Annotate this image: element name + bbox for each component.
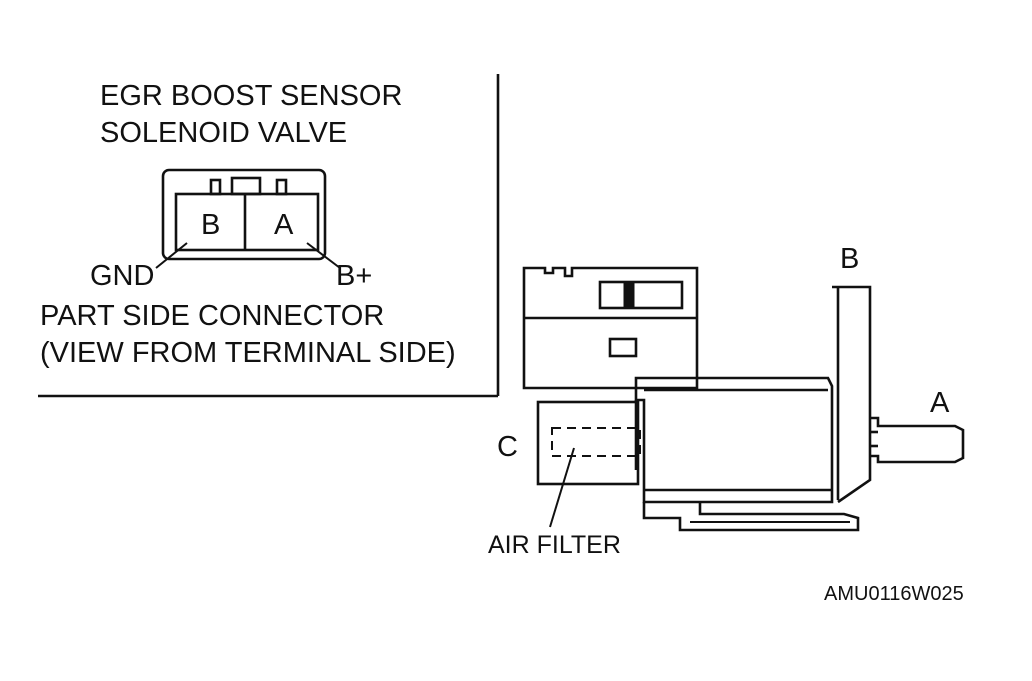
connector-lock-tab [230,176,262,196]
mounting-bracket [642,285,872,532]
connector-pin-a-label: A [274,209,294,241]
solenoid-valve-drawing: B A C AIR FILTER [488,243,965,559]
port-c-housing [536,400,640,486]
valve-connector-latch [598,280,684,310]
port-c-label: C [497,431,518,463]
bplus-label: B+ [336,260,372,292]
connector-rib-right [275,178,288,196]
port-c-inlet [536,400,641,528]
port-b-label: B [840,243,859,275]
port-a-label: A [930,387,950,419]
port-a-pipe [870,416,965,464]
connector-housing: B A [161,168,327,261]
port-a-pipe-outline [870,416,965,464]
connector-outer-shell [161,168,327,261]
gnd-label: GND [90,260,154,292]
connector-inner-cavity [174,192,320,252]
air-filter-element [551,427,641,457]
valve-connector-latch-bar [623,281,635,309]
gnd-leader-line [155,242,188,269]
bracket-plate [832,285,872,504]
connector-panel: EGR BOOST SENSOR SOLENOID VALVE B A GND … [38,74,500,398]
connector-pin-b-label: B [201,209,220,241]
valve-connector-window [608,337,638,358]
valve-body [634,376,834,504]
figure-code: AMU0116W025 [824,583,964,605]
air-filter-leader [549,447,575,528]
bracket-foot [642,502,860,532]
air-filter-label: AIR FILTER [488,531,621,559]
connector-caption-line1: PART SIDE CONNECTOR [40,300,384,332]
valve-connector-outline [522,266,699,390]
bplus-leader-line [306,242,341,269]
connector-rib-left [209,178,222,196]
valve-body-outline [634,376,834,504]
valve-connector-block [522,266,699,390]
connector-title-line2: SOLENOID VALVE [100,117,347,149]
connector-title-line1: EGR BOOST SENSOR [100,80,402,112]
connector-caption-line2: (VIEW FROM TERMINAL SIDE) [40,337,456,369]
